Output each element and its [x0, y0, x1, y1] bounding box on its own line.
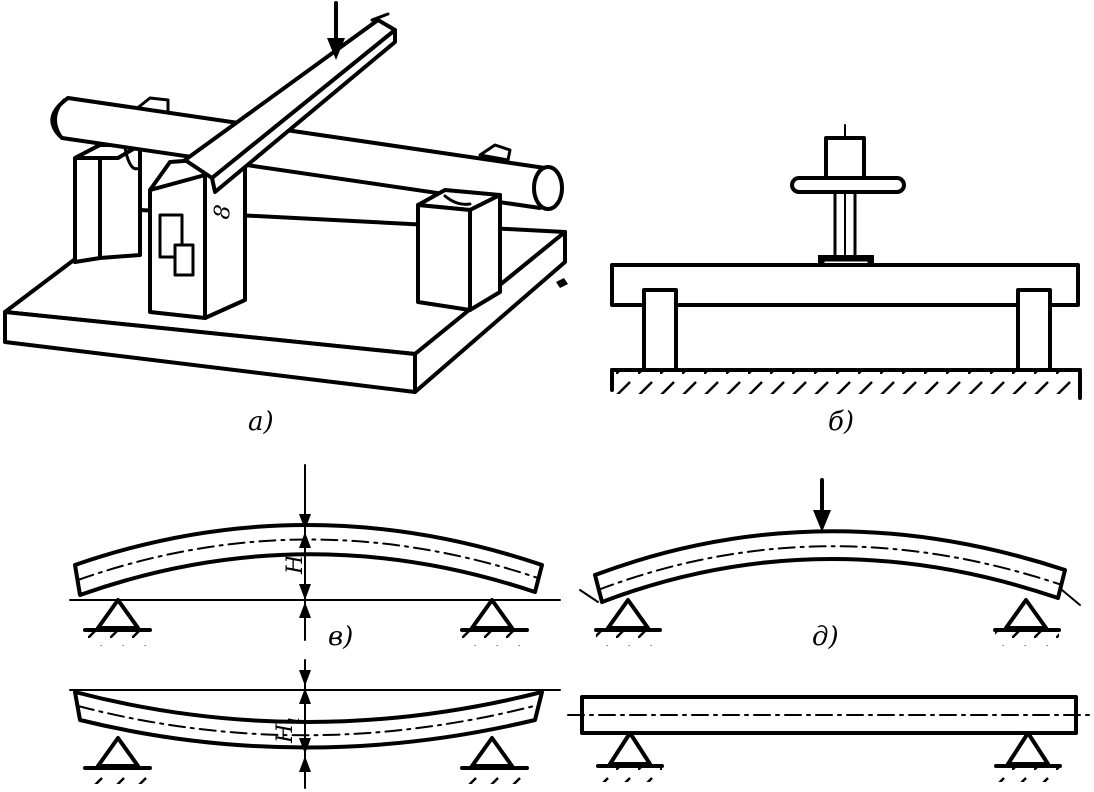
panel-d-loaded-bar: д)	[579, 478, 1081, 652]
left-support-block	[73, 143, 142, 264]
panel-a-fixture: 8 а)	[3, 1, 568, 437]
beam-b	[610, 263, 1080, 307]
support-e-right	[994, 731, 1062, 782]
label-d: д)	[812, 622, 839, 652]
ground-b	[610, 368, 1082, 400]
force-arrow-a	[327, 1, 345, 60]
dimension-h: H	[283, 464, 311, 641]
marker-label: 8	[209, 203, 236, 221]
stray-mark	[556, 278, 568, 288]
support-g-left	[83, 736, 152, 784]
bent-bar-g	[73, 690, 544, 750]
support-d-left	[594, 598, 662, 646]
support-g-right	[460, 736, 529, 784]
label-H1: H	[273, 723, 298, 744]
ram-column	[148, 156, 247, 320]
support-d-right	[993, 598, 1061, 646]
left-support-b	[642, 288, 678, 372]
support-e-left	[596, 731, 664, 782]
support-v-left	[83, 598, 152, 646]
support-v-right	[460, 598, 529, 646]
panel-g-reverse-bend: H 1	[69, 659, 561, 789]
label-H1-sub: 1	[285, 715, 303, 725]
press-rod	[790, 124, 906, 291]
label-a: а)	[248, 407, 274, 437]
right-support-b	[1016, 288, 1052, 372]
label-v: в)	[328, 622, 353, 652]
round-shaft	[50, 96, 564, 211]
label-b: б)	[828, 407, 854, 437]
right-support-block	[416, 188, 502, 312]
label-H: H	[283, 554, 308, 575]
panel-v-bent-bar: H в)	[69, 464, 561, 652]
rear-block-right	[478, 143, 512, 162]
dimension-h1: H 1	[273, 659, 311, 789]
ram-beam	[183, 12, 397, 194]
force-arrow-d	[813, 478, 831, 532]
panel-e-straight-bar	[567, 695, 1091, 782]
panel-b-press: б)	[610, 124, 1082, 437]
